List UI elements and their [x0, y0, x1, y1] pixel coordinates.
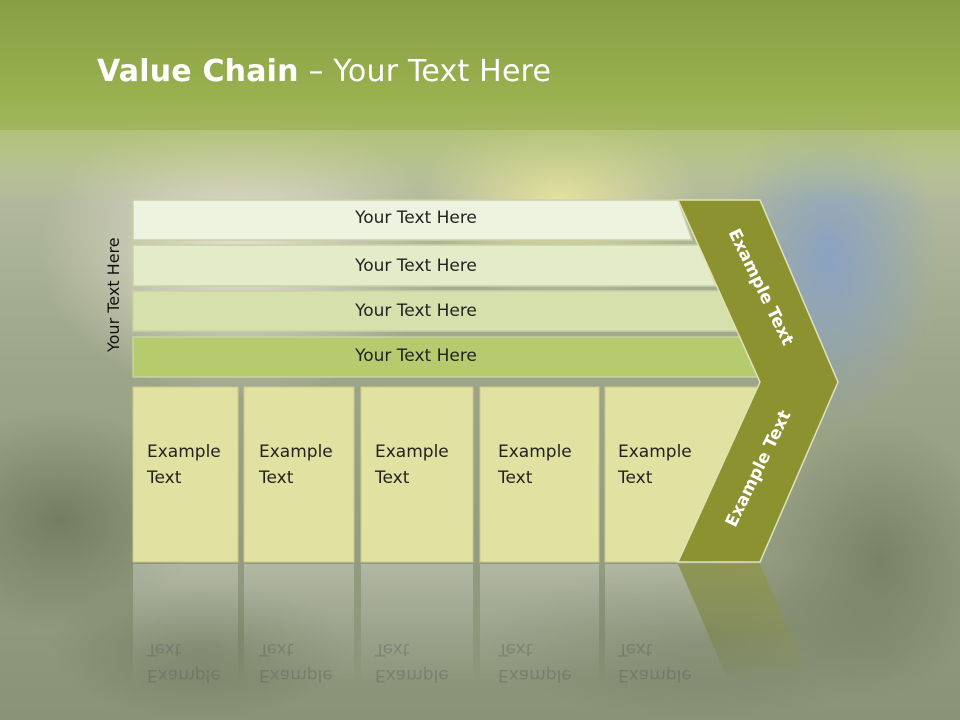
box-2: [243, 386, 355, 563]
row-label-4: Your Text Here: [355, 346, 477, 366]
box-1: [132, 386, 239, 563]
box-4: [479, 386, 600, 563]
page-title: Value Chain – Your Text Here: [97, 54, 551, 89]
row-label-2: Your Text Here: [355, 256, 477, 276]
box-label-1: Example Text: [147, 442, 221, 488]
chevron-arrow: [676, 199, 839, 563]
box-reflection-3: Example Text: [375, 639, 449, 685]
box-3: [360, 386, 474, 563]
title-bold: Value Chain: [97, 54, 299, 89]
box-label-3: Example Text: [375, 442, 449, 488]
box-label-4: Example Text: [498, 442, 572, 488]
row-bar-1: [132, 199, 694, 241]
box-label-2: Example Text: [259, 442, 333, 488]
title-rest: – Your Text Here: [298, 54, 552, 89]
box-label-5: Example Text: [618, 442, 692, 488]
box-reflection-5: Example Text: [618, 639, 692, 685]
box-reflection-2: Example Text: [259, 639, 333, 685]
box-reflection-1: Example Text: [147, 639, 221, 685]
box-reflection-4: Example Text: [498, 639, 572, 685]
row-label-3: Your Text Here: [355, 301, 477, 321]
row-label-1: Your Text Here: [355, 208, 477, 228]
